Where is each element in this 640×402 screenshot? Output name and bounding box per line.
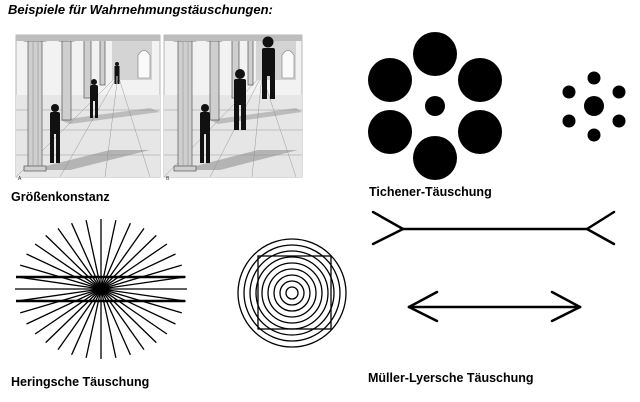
concentric-ring (249, 250, 335, 336)
mueller-lyer-fins-in (407, 290, 582, 323)
hering-figure (15, 219, 187, 359)
concentric-ring (267, 268, 317, 318)
caption-hering: Heringsche Täuschung (11, 375, 150, 389)
tichener-small-surround (562, 71, 626, 142)
tichener-center-dot-left (425, 96, 445, 116)
caption-mueller-lyer: Müller-Lyersche Täuschung (368, 371, 534, 385)
tichener-large-surround (368, 32, 502, 180)
tichener-center-dot-right (584, 96, 604, 116)
concentric-ring (243, 244, 341, 342)
mueller-lyer-figure (371, 210, 616, 323)
concentric-ring (279, 280, 305, 306)
concentric-ring (285, 286, 299, 300)
concentric-ring (261, 262, 323, 324)
mueller-lyer-fins-out (371, 210, 616, 246)
corridor-picture-a: A (15, 34, 161, 182)
caption-groessenkonstanz: Größenkonstanz (11, 190, 110, 204)
page-title: Beispiele für Wahrnehmungstäuschungen: (8, 2, 273, 17)
concentric-ring (273, 274, 311, 312)
caption-tichener: Tichener-Täuschung (369, 185, 492, 199)
concentric-ring (255, 256, 329, 330)
size-constancy-figure: A (15, 34, 303, 182)
inscribed-square (257, 255, 332, 330)
photo-label-a: A (18, 176, 22, 182)
photo-label-b: B (166, 176, 170, 182)
concentric-ring (237, 238, 347, 348)
corridor-picture-b: B (163, 34, 303, 182)
concentric-square-figure (237, 238, 347, 348)
